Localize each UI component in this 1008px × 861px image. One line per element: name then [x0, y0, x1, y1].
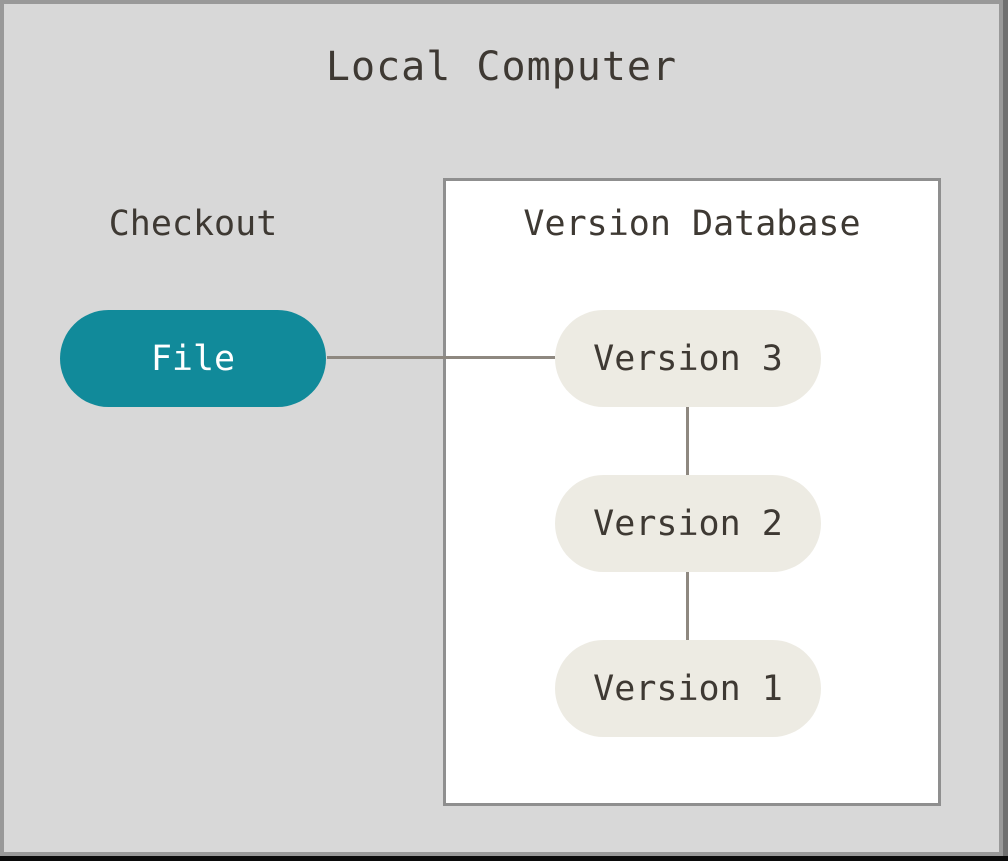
connector-version2-to-version1	[686, 572, 689, 640]
file-node-label: File	[150, 338, 236, 379]
version-node-1: Version 1	[555, 640, 821, 737]
version-database-title: Version Database	[523, 204, 861, 244]
version-node-1-label: Version 1	[593, 668, 783, 709]
diagram-title: Local Computer	[325, 44, 678, 90]
checkout-label: Checkout	[108, 204, 278, 244]
connector-version3-to-version2	[686, 407, 689, 475]
version-node-2-label: Version 2	[593, 503, 783, 544]
version-node-3: Version 3	[555, 310, 821, 407]
window-edge-bottom	[0, 856, 1008, 861]
file-node: File	[60, 310, 326, 407]
window-edge-right	[1003, 0, 1008, 861]
version-node-3-label: Version 3	[593, 338, 783, 379]
connector-file-to-version3	[327, 356, 555, 359]
version-node-2: Version 2	[555, 475, 821, 572]
